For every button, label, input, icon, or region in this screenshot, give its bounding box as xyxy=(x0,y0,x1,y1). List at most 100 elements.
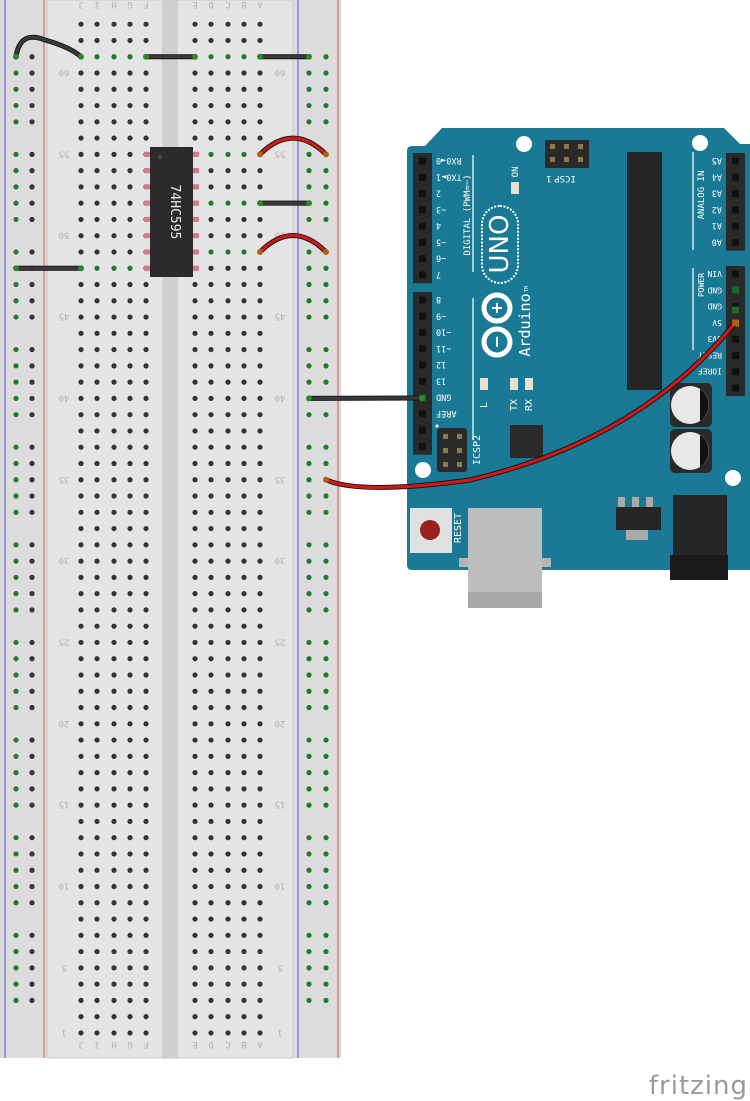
breadboard-hole xyxy=(208,151,214,157)
column-label: H xyxy=(111,0,116,9)
breadboard-hole xyxy=(78,737,84,743)
breadboard-hole xyxy=(143,607,149,613)
icsp-pin xyxy=(578,144,583,149)
row-label: 20 xyxy=(59,718,70,728)
breadboard-hole xyxy=(127,639,133,646)
breadboard-hole xyxy=(257,672,263,678)
rail-hole xyxy=(13,607,19,613)
breadboard-hole xyxy=(78,607,84,613)
breadboard-hole xyxy=(225,363,231,369)
power-jack xyxy=(673,495,727,555)
breadboard-hole xyxy=(127,623,133,629)
breadboard-hole xyxy=(241,753,247,759)
breadboard-hole xyxy=(111,314,117,320)
breadboard-hole xyxy=(78,786,84,792)
row-label: 35 xyxy=(59,474,70,484)
usb-connector-end xyxy=(468,592,542,608)
digital-pin-label: ~5 xyxy=(436,236,446,246)
breadboard-hole xyxy=(208,444,214,450)
breadboard-hole xyxy=(192,460,198,467)
breadboard-hole xyxy=(94,965,100,971)
breadboard-hole xyxy=(208,916,214,922)
rail-hole xyxy=(323,965,329,971)
row-label: 55 xyxy=(275,148,286,158)
breadboard-hole xyxy=(111,444,117,450)
rail-hole xyxy=(13,965,19,971)
breadboard-hole xyxy=(78,1014,84,1020)
breadboard-hole xyxy=(241,281,247,288)
rail-hole xyxy=(13,281,19,288)
row-label: 55 xyxy=(59,148,70,158)
header-pin xyxy=(419,157,426,165)
breadboard-hole xyxy=(94,997,100,1003)
rail-hole xyxy=(29,948,35,955)
rail-hole xyxy=(13,786,19,792)
rail-hole xyxy=(306,835,312,841)
row-label: 45 xyxy=(275,311,286,321)
rail-hole xyxy=(306,639,312,646)
breadboard-hole xyxy=(94,607,100,613)
rail-hole xyxy=(323,314,329,320)
rail-hole xyxy=(29,477,35,483)
ic-pin xyxy=(144,216,152,222)
breadboard-hole xyxy=(241,102,247,109)
wire-end xyxy=(78,265,84,272)
breadboard-hole xyxy=(257,1014,263,1020)
breadboard-hole xyxy=(127,216,133,223)
breadboard-hole xyxy=(241,298,247,304)
breadboard-hole xyxy=(78,623,84,629)
breadboard-hole xyxy=(257,818,263,825)
breadboard-hole xyxy=(225,70,231,76)
breadboard-hole xyxy=(94,168,100,174)
breadboard-hole xyxy=(143,932,149,938)
breadboard-hole xyxy=(143,86,149,92)
breadboard-hole xyxy=(111,558,117,564)
breadboard-hole xyxy=(143,314,149,320)
breadboard-hole xyxy=(143,900,149,906)
breadboard-hole xyxy=(192,786,198,792)
rail-hole xyxy=(29,168,35,174)
breadboard-hole xyxy=(225,168,231,174)
breadboard-hole xyxy=(143,1030,149,1036)
breadboard-hole xyxy=(111,412,117,418)
column-label: A xyxy=(257,0,263,9)
rail-hole xyxy=(323,298,329,304)
header-pin xyxy=(419,296,426,304)
rail-hole xyxy=(13,509,19,515)
breadboard-hole xyxy=(94,509,100,515)
breadboard-hole xyxy=(192,835,198,841)
power-jack-base xyxy=(670,555,728,580)
breadboard-hole xyxy=(78,818,84,825)
rail-hole xyxy=(29,298,35,304)
breadboard-hole xyxy=(225,802,231,808)
wire-end xyxy=(732,320,738,326)
regulator-pin xyxy=(646,497,653,507)
mounting-hole xyxy=(725,470,741,486)
breadboard-hole xyxy=(208,21,214,27)
breadboard-hole xyxy=(127,558,133,564)
breadboard-hole xyxy=(111,233,117,239)
icsp-label: ICSP xyxy=(554,173,576,183)
rail-hole xyxy=(13,639,19,646)
rail-hole xyxy=(323,54,329,60)
breadboard-hole xyxy=(78,460,84,467)
breadboard-hole xyxy=(111,151,117,157)
breadboard-hole xyxy=(208,460,214,467)
digital-pin-label: 7 xyxy=(436,269,441,279)
breadboard-hole xyxy=(143,509,149,515)
breadboard-hole xyxy=(208,965,214,971)
reset-label: RESET xyxy=(453,513,464,543)
rail-hole xyxy=(29,379,35,385)
connected-pin xyxy=(732,286,739,294)
header-pin xyxy=(419,426,426,434)
breadboard-hole xyxy=(257,21,263,27)
breadboard-hole xyxy=(225,737,231,743)
breadboard-hole xyxy=(192,883,198,890)
breadboard-hole xyxy=(127,395,133,401)
voltage-regulator xyxy=(616,507,661,530)
breadboard-hole xyxy=(94,574,100,580)
analog-pin-label: A5 xyxy=(712,155,722,165)
breadboard-hole xyxy=(257,379,263,385)
breadboard-hole xyxy=(225,900,231,906)
breadboard-hole xyxy=(111,932,117,938)
